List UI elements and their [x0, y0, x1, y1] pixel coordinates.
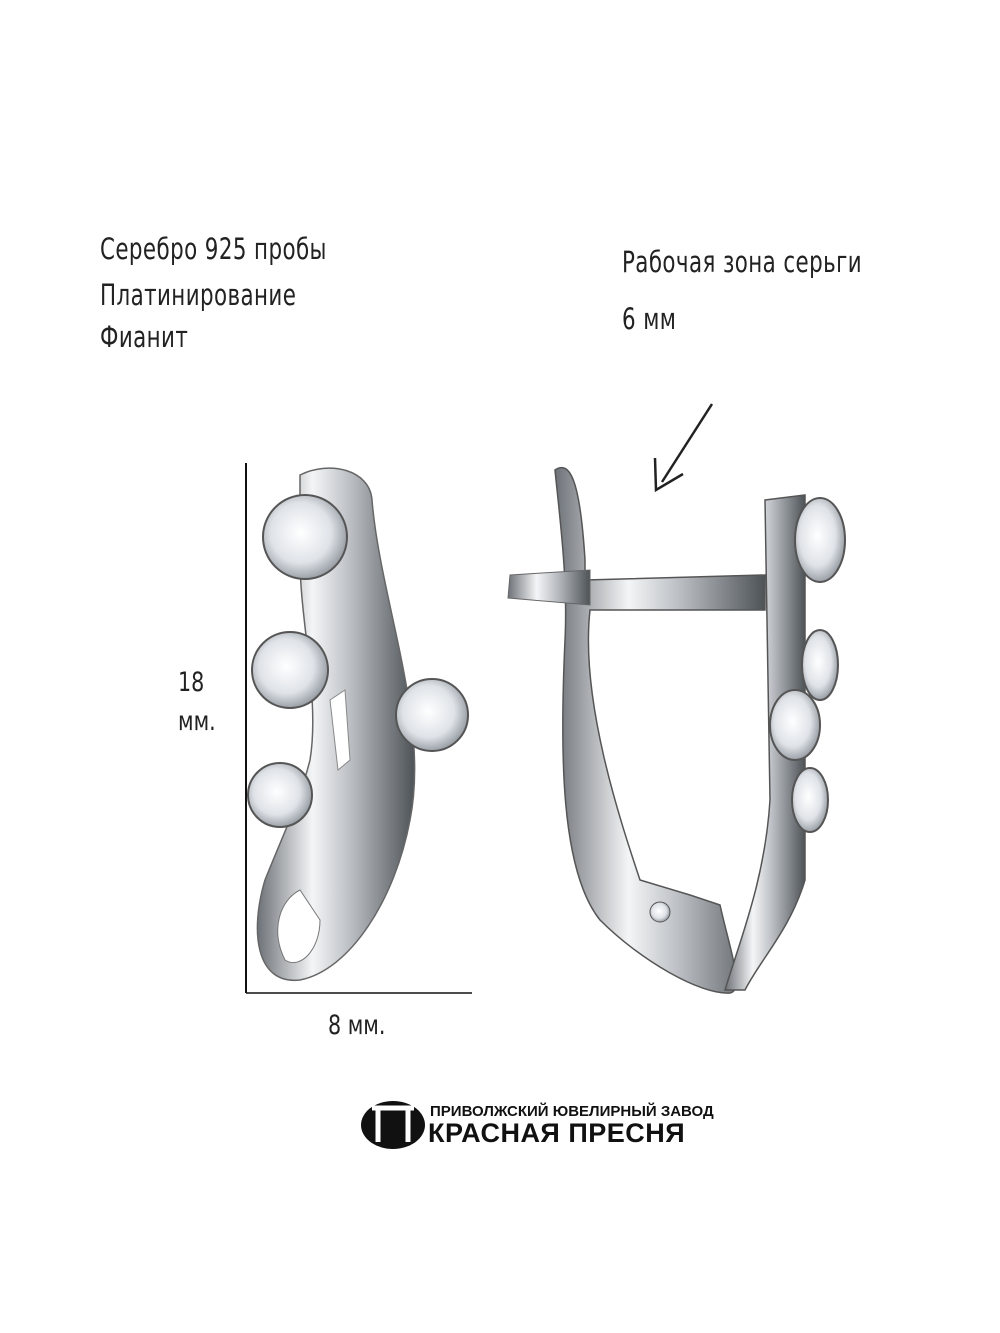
- working-zone-label: Рабочая зона серьги: [622, 245, 863, 279]
- working-zone-value: 6 мм: [622, 302, 677, 336]
- brand-line-2: КРАСНАЯ ПРЕСНЯ: [428, 1118, 686, 1148]
- earring-side-view: [507, 466, 846, 994]
- brand-logo-icon: [361, 1101, 425, 1149]
- height-value: 18: [178, 667, 205, 698]
- spec-coating: Платинирование: [100, 278, 297, 312]
- arrow-icon: [653, 403, 714, 493]
- earring-front-view: [247, 467, 469, 981]
- brand-line-1: ПРИВОЛЖСКИЙ ЮВЕЛИРНЫЙ ЗАВОД: [430, 1103, 714, 1120]
- height-unit: мм.: [178, 706, 216, 737]
- spec-material: Серебро 925 пробы: [100, 232, 327, 266]
- width-value: 8 мм.: [328, 1010, 386, 1041]
- spec-stone: Фианит: [100, 320, 189, 354]
